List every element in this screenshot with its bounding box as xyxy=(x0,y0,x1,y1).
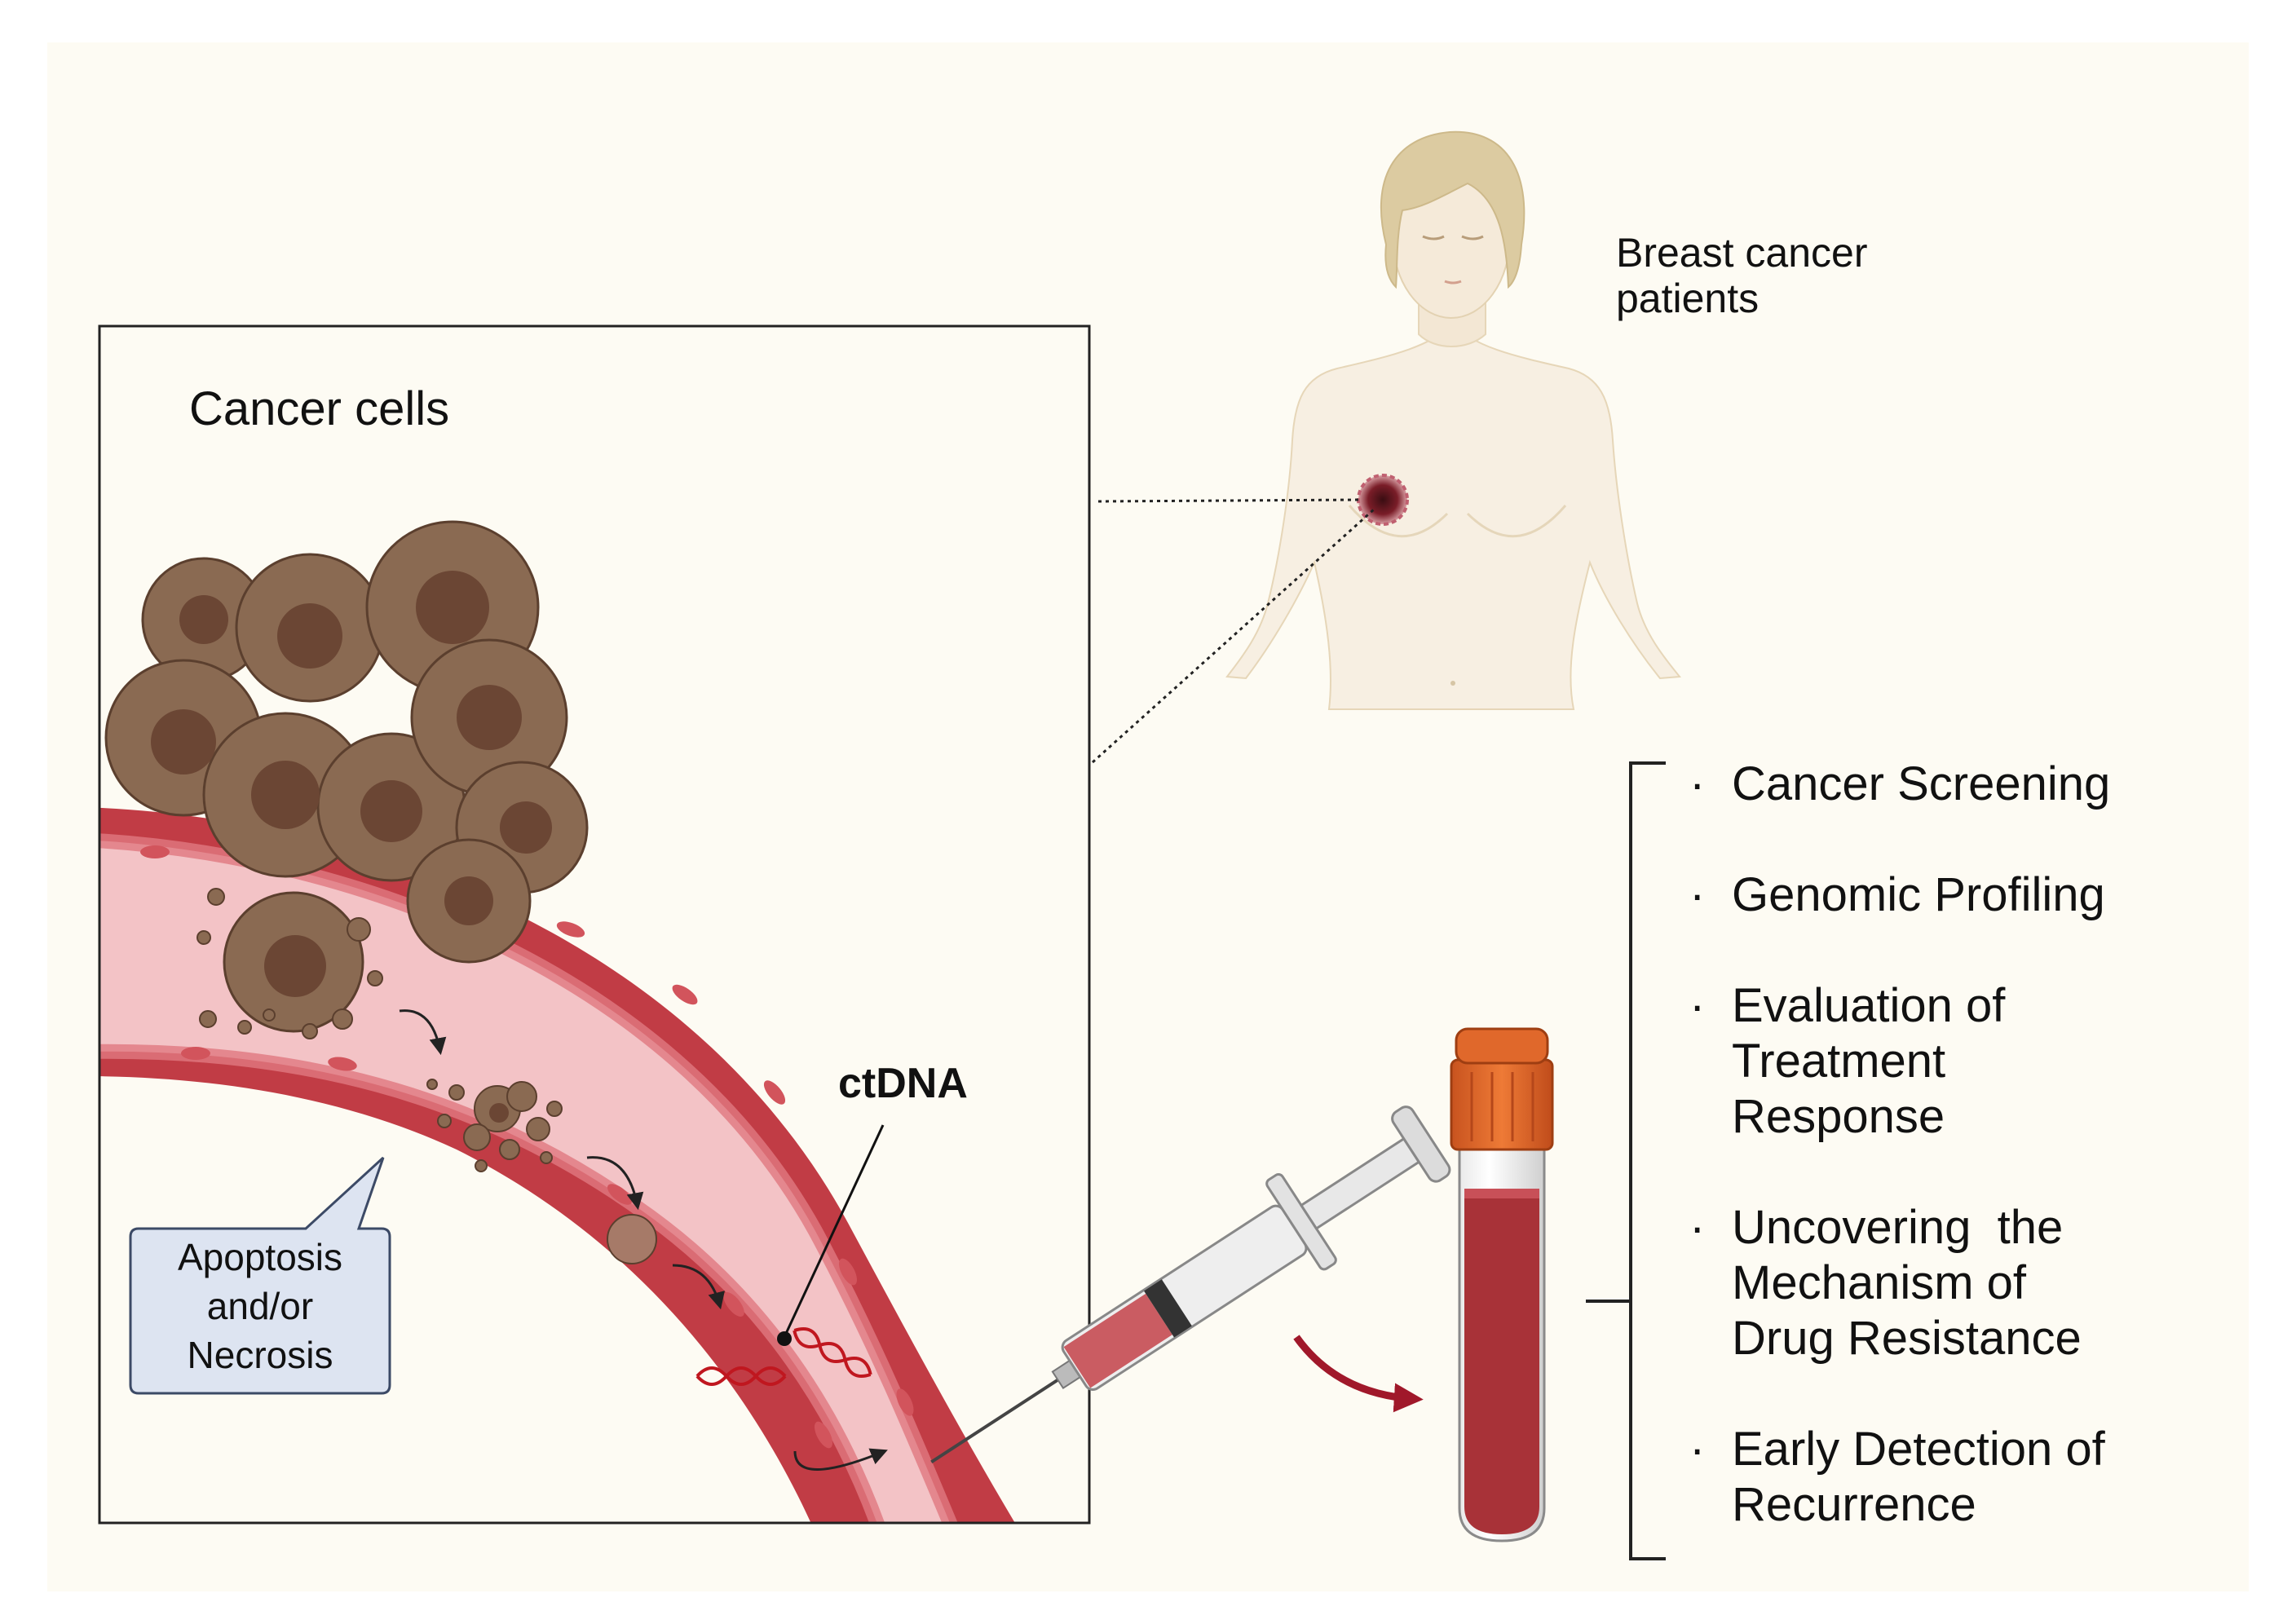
ctdna-pointer-dot xyxy=(777,1331,792,1346)
cancer-cells-label: Cancer cells xyxy=(189,382,450,435)
transfer-arrow xyxy=(1293,1335,1424,1413)
bullet: · xyxy=(1689,979,1706,1032)
patients-label-line-1: Breast cancer xyxy=(1616,230,1868,276)
blood-tube-icon xyxy=(1450,1027,1554,1542)
callout-line-3: Necrosis xyxy=(187,1333,333,1376)
callout-line-1: Apoptosis xyxy=(177,1236,342,1279)
outcome-text: Drug Resistance xyxy=(1732,1312,2082,1365)
patients-label-line-2: patients xyxy=(1616,276,1760,321)
tumor-icon xyxy=(1357,474,1409,526)
cancer-cells-inset-frame xyxy=(98,324,1091,1525)
bullet: · xyxy=(1689,1201,1706,1254)
outcome-text: Genomic Profiling xyxy=(1732,868,2105,921)
leader-line-bottom xyxy=(1091,507,1376,764)
outcome-text: Uncovering the xyxy=(1732,1201,2064,1254)
outcomes-bracket xyxy=(1586,761,1666,1560)
bullet: · xyxy=(1689,1423,1706,1476)
patients-label: Breast cancer patients xyxy=(1616,230,1867,321)
woman-silhouette-icon xyxy=(1225,130,1681,710)
callout-bubble xyxy=(129,1156,391,1395)
cancer-cell-cluster-icon xyxy=(104,520,589,1033)
ctdna-pointer xyxy=(783,1124,885,1338)
outcome-text: Response xyxy=(1732,1090,1945,1143)
callout-text: Apoptosis and/or Necrosis xyxy=(130,1220,390,1393)
outcome-text: Recurrence xyxy=(1732,1478,1976,1531)
progression-arrows xyxy=(399,1009,888,1471)
ctdna-label: ctDNA xyxy=(838,1060,968,1107)
dna-icon xyxy=(695,1327,872,1386)
bullet: · xyxy=(1689,757,1706,810)
outcome-text: Cancer Screening xyxy=(1732,757,2111,810)
outcome-text: Treatment xyxy=(1732,1035,1946,1088)
callout-line-2: and/or xyxy=(206,1285,314,1328)
outcome-text: Evaluation of xyxy=(1732,979,2006,1032)
apoptotic-fragments xyxy=(196,888,657,1264)
bullet: · xyxy=(1689,868,1706,921)
outcome-text: Mechanism of xyxy=(1732,1256,2027,1309)
syringe-icon xyxy=(930,1105,1451,1464)
outcome-text: Early Detection of xyxy=(1732,1423,2105,1476)
